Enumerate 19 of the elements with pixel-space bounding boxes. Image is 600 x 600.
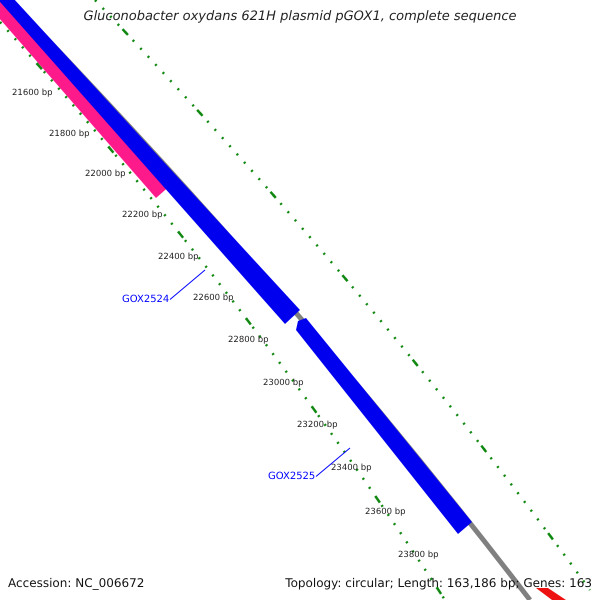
gene-label: GOX2524 (122, 294, 170, 305)
position-label: 23600 bp (365, 507, 406, 517)
position-label: 23800 bp (398, 550, 439, 560)
position-label: 23200 bp (297, 420, 338, 430)
footer-text: Accession: NC_006672 (8, 576, 144, 590)
leader-line (316, 448, 350, 477)
position-label: 22600 bp (193, 293, 234, 303)
leader-line (170, 270, 206, 300)
position-label: 22800 bp (228, 335, 269, 345)
map-title: Gluconobacter oxydans 621H plasmid pGOX1, complete sequence (82, 9, 518, 24)
position-label: 23000 bp (263, 378, 304, 388)
position-label: 22200 bp (122, 210, 163, 220)
position-label: 22000 bp (85, 169, 126, 179)
position-label: 23400 bp (331, 463, 372, 473)
position-label: 22400 bp (158, 252, 199, 262)
position-label: 21800 bp (49, 129, 90, 139)
position-label: 21600 bp (12, 88, 53, 98)
gene-label: GOX2525 (268, 471, 316, 482)
footer-text: Topology: circular; Length: 163,186 bp; Genes: 163 (285, 576, 592, 590)
